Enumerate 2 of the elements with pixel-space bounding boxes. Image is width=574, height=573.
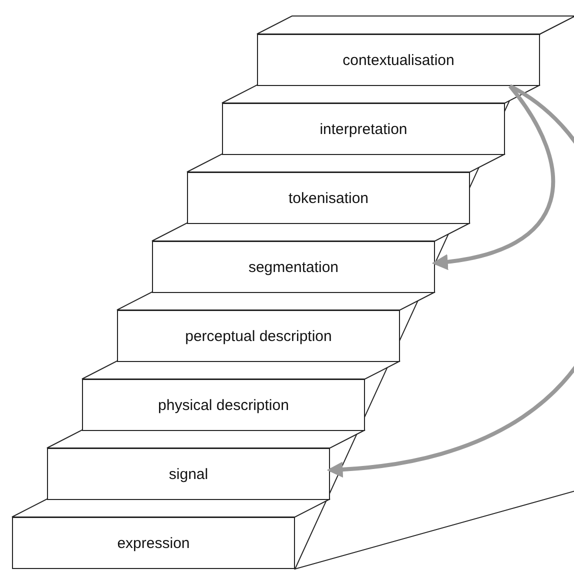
arrow <box>432 84 556 270</box>
arrow <box>326 84 574 477</box>
